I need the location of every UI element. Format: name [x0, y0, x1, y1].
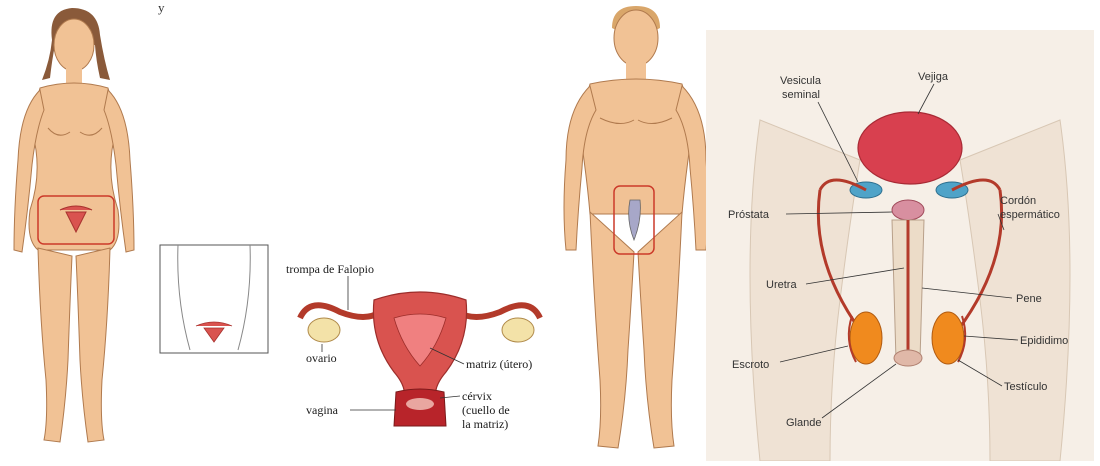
label-cervix-line1: cérvix	[462, 389, 492, 403]
label-scrotum: Escroto	[732, 359, 769, 371]
uterus-diagram: trompa de Falopio ovario matriz (útero) …	[286, 262, 540, 431]
ovary-left	[308, 318, 340, 342]
ovary-right	[502, 318, 534, 342]
label-glans: Glande	[786, 417, 821, 429]
prostate	[892, 200, 924, 220]
label-uterus: matriz (útero)	[466, 357, 532, 371]
label-epididymis: Epididimo	[1020, 335, 1068, 347]
label-fallopian-tube: trompa de Falopio	[286, 262, 374, 276]
label-urethra: Uretra	[766, 279, 797, 291]
label-vagina: vagina	[306, 403, 339, 417]
label-seminal-line2: seminal	[782, 89, 820, 101]
male-figure	[564, 6, 708, 448]
male-organs-diagram: Vesicula seminal Vejiga Próstata Cordón …	[706, 30, 1094, 461]
label-bladder: Vejiga	[918, 71, 949, 83]
label-ovary: ovario	[306, 351, 337, 365]
testicle-right	[932, 312, 964, 364]
label-cord-line2: espermático	[1000, 209, 1060, 221]
female-inset	[160, 245, 268, 353]
female-figure	[14, 8, 134, 442]
top-text-fragment: y	[158, 0, 165, 15]
label-penis: Pene	[1016, 293, 1042, 305]
label-testicle: Testículo	[1004, 381, 1047, 393]
testicle-left	[850, 312, 882, 364]
label-cervix-line3: la matriz)	[462, 417, 508, 431]
label-seminal-line1: Vesicula	[780, 75, 822, 87]
label-cord-line1: Cordón	[1000, 195, 1036, 207]
label-prostate: Próstata	[728, 209, 770, 221]
bladder	[858, 112, 962, 184]
label-cervix-line2: (cuello de	[462, 403, 510, 417]
